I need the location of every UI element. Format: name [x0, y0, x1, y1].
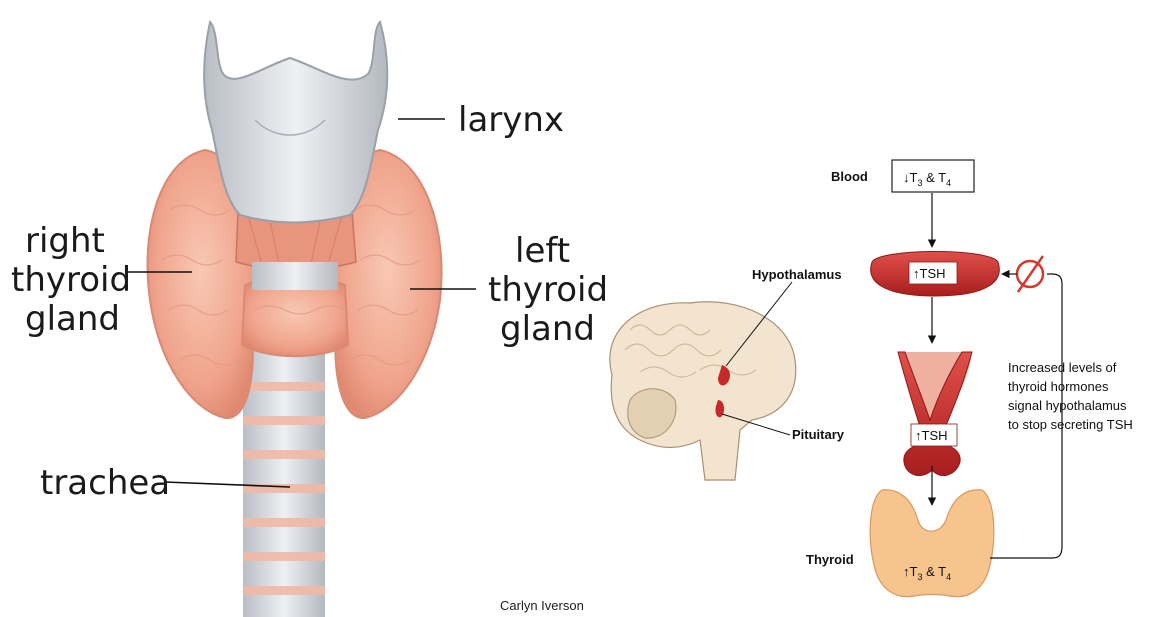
note-line-1: Increased levels of [1008, 360, 1117, 375]
label-pituitary: Pituitary [792, 427, 845, 442]
label-left-thyroid-line3: gland [500, 309, 595, 349]
label-hypothalamus: Hypothalamus [752, 267, 842, 282]
label-left-thyroid-line1: left [515, 231, 570, 271]
pituitary-box-text: ↑TSH [915, 428, 948, 443]
thyroid-shape [870, 490, 994, 597]
larynx-illustration [204, 22, 387, 223]
label-blood: Blood [831, 169, 868, 184]
note-line-2: thyroid hormones [1008, 379, 1109, 394]
label-trachea: trachea [40, 463, 170, 503]
label-right-thyroid-line3: gland [25, 299, 120, 339]
brain-illustration [610, 282, 796, 480]
label-right-thyroid-line1: right [25, 221, 105, 261]
label-right-thyroid-line2: thyroid [11, 260, 131, 300]
image-credit: Carlyn Iverson [500, 598, 584, 613]
label-larynx: larynx [458, 100, 564, 140]
label-thyroid: Thyroid [806, 552, 854, 567]
trachea-illustration [243, 330, 325, 617]
hypothalamus-box-text: ↑TSH [913, 266, 946, 281]
feedback-diagram: Blood ↓T3 & T4 Hypothalamus ↑TSH ↑TSH [610, 160, 1133, 597]
label-left-thyroid-line2: thyroid [488, 270, 608, 310]
pituitary-shape [898, 352, 972, 476]
note-line-4: to stop secreting TSH [1008, 417, 1133, 432]
anatomy-illustration: larynx right thyroid gland left thyroid … [11, 22, 608, 617]
inhibit-icon [1017, 256, 1043, 292]
note-line-3: signal hypothalamus [1008, 398, 1127, 413]
